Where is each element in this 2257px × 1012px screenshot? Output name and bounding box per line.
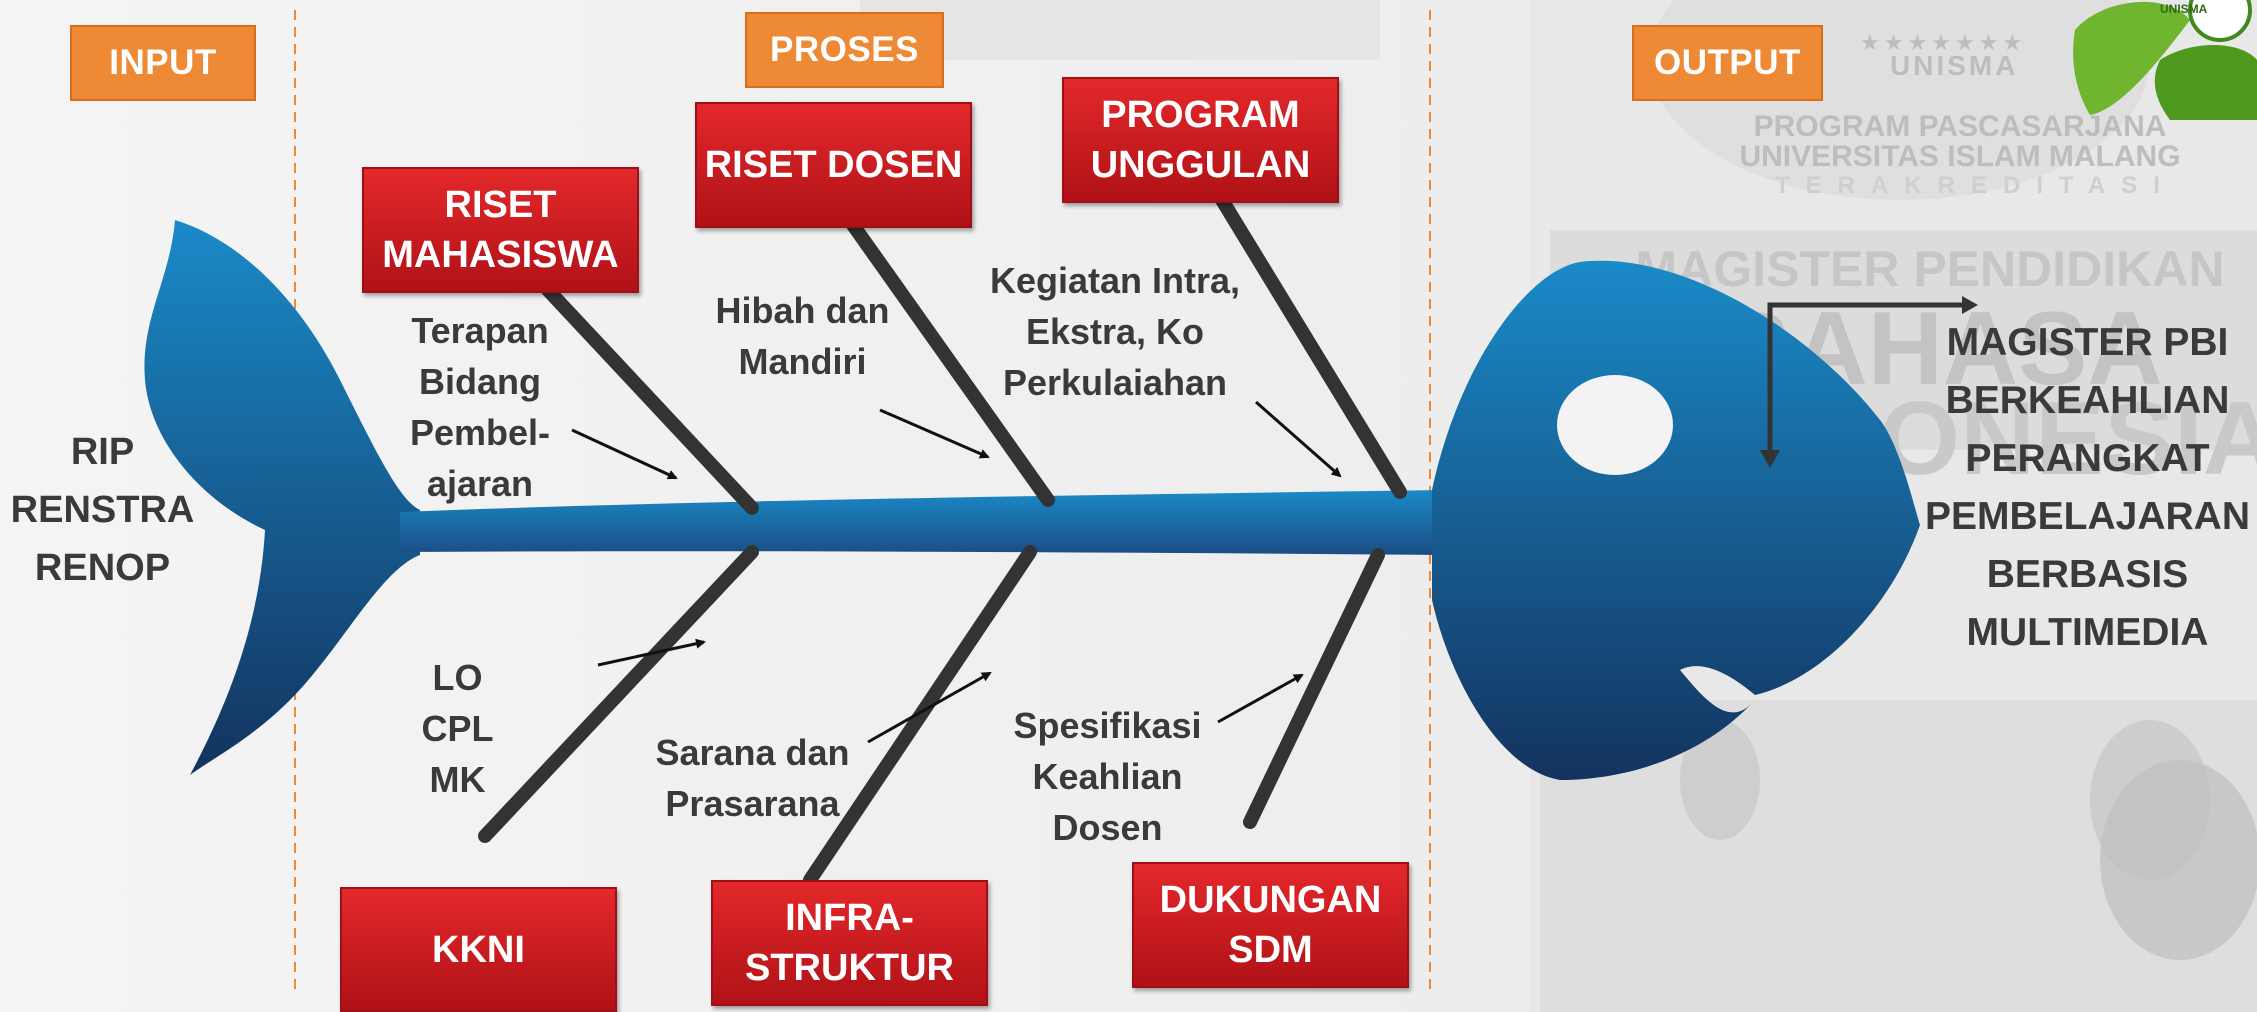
note-spesifikasi: Spesifikasi Keahlian Dosen: [1013, 705, 1202, 848]
logo-small-text: UNISMA: [2160, 2, 2208, 16]
bone-riset-mahasiswa: [541, 283, 759, 515]
arrow-terapan: [571, 428, 678, 480]
watermark-program-line2: UNIVERSITAS ISLAM MALANG: [1739, 140, 2181, 173]
note-kegiatan: Kegiatan Intra, Ekstra, Ko Perkulaiahan: [989, 260, 1241, 403]
fish-head: [1432, 260, 1920, 781]
tag-proses: PROSES: [745, 12, 944, 88]
fish-eye: [1557, 375, 1673, 475]
tag-input: INPUT: [70, 25, 256, 101]
arrow-sarana: [867, 671, 992, 744]
arrow-kegiatan: [1255, 400, 1342, 478]
cause-dukungan-sdm: DUKUNGAN SDM: [1132, 862, 1409, 988]
bone-kkni: [478, 545, 759, 843]
watermark-program-line1: PROGRAM PASCASARJANA: [1753, 110, 2167, 143]
watermark-banner-line1: MAGISTER PENDIDIKAN: [1635, 241, 2225, 297]
note-hibah: Hibah dan Mandiri: [715, 290, 890, 382]
cause-riset-dosen: RISET DOSEN: [695, 102, 972, 228]
output-arrow-down-head: [1760, 450, 1780, 468]
cause-kkni: KKNI: [340, 887, 617, 1012]
cause-infrastruktur: INFRA- STRUKTUR: [711, 880, 988, 1006]
arrow-spesifikasi: [1217, 673, 1304, 724]
output-text: MAGISTER PBI BERKEAHLIAN PERANGKAT PEMBE…: [1924, 321, 2251, 654]
cause-riset-mahasiswa: RISET MAHASISWA: [362, 167, 639, 293]
bone-program-unggulan: [1215, 193, 1407, 499]
arrow-lo: [597, 638, 706, 667]
leaf-logo-icon: [2073, 0, 2257, 120]
bone-dukungan-sdm: [1243, 548, 1385, 829]
watermark-unisma: UNISMA: [1890, 50, 2019, 81]
bone-riset-dosen: [846, 218, 1055, 507]
note-terapan: Terapan Bidang Pembel- ajaran: [409, 310, 551, 504]
watermark-accredited: TERAKREDITASI: [1775, 172, 2176, 199]
tag-output: OUTPUT: [1632, 25, 1823, 101]
output-bracket-arrow: [1767, 302, 1972, 460]
cause-program-unggulan: PROGRAM UNGGULAN: [1062, 77, 1339, 203]
note-lo: LO CPL MK: [421, 657, 494, 800]
watermark-stars: ★★★★★★★: [1860, 30, 2027, 55]
note-sarana: Sarana dan Prasarana: [655, 732, 850, 824]
bone-infrastruktur: [803, 545, 1037, 887]
output-arrow-right-head: [1962, 296, 1978, 314]
input-text: RIP RENSTRA RENOP: [10, 431, 195, 589]
fish-tail: [144, 220, 420, 775]
arrow-hibah: [879, 408, 990, 459]
fish-spine: [400, 490, 1440, 555]
